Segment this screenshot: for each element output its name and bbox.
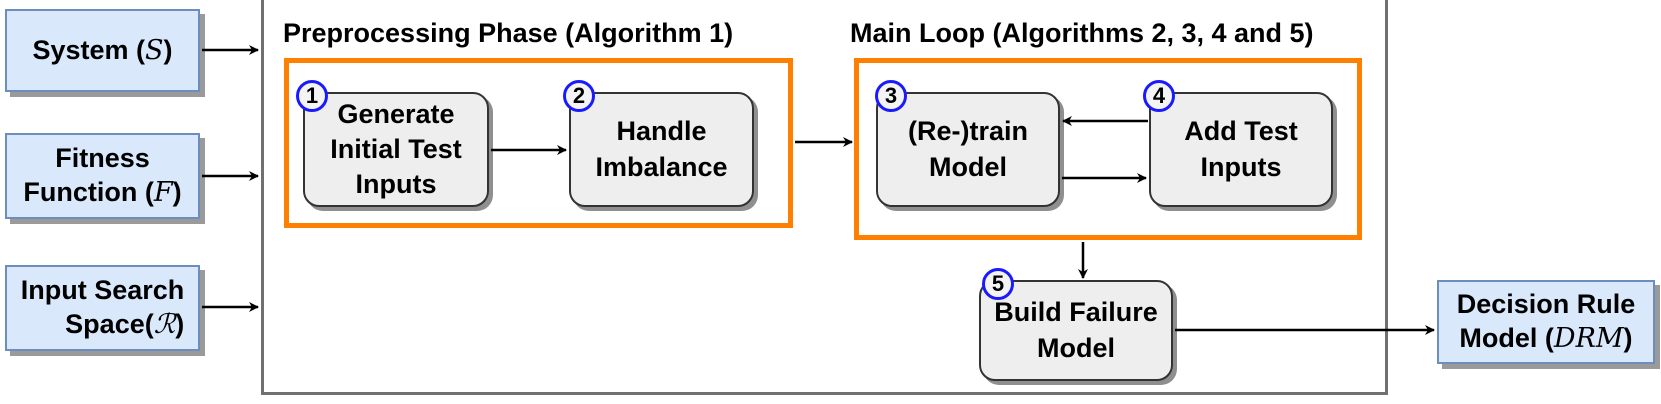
preprocessing-phase-title: Preprocessing Phase (Algorithm 1)	[283, 18, 734, 48]
main-loop-title: Main Loop (Algorithms 2, 3, 4 and 5)	[850, 18, 1314, 48]
decision-rule-model-output-box: Decision Rule Model (DRM)	[1437, 280, 1655, 364]
handle-imbalance-step: Handle Imbalance	[569, 92, 754, 207]
build-failure-model-step: Build Failure Model	[979, 280, 1173, 381]
step-4-badge: 4	[1143, 80, 1175, 112]
step-5-badge: 5	[982, 268, 1014, 300]
generate-initial-test-inputs-step: Generate Initial Test Inputs	[303, 92, 489, 207]
add-test-inputs-step: Add Test Inputs	[1149, 92, 1333, 207]
system-label: System (S)	[32, 34, 173, 66]
main-loop-container	[854, 58, 1362, 240]
system-input-box: System (S)	[5, 9, 200, 92]
retrain-model-step: (Re-)train Model	[876, 92, 1060, 207]
fitness-function-input-box: Fitness Function (F)	[5, 133, 200, 219]
step-2-badge: 2	[563, 80, 595, 112]
decision-rule-model-label: Decision Rule Model (DRM)	[1456, 289, 1636, 354]
input-search-space-label: Input Search Space(ℛ)	[20, 275, 185, 340]
input-search-space-box: Input Search Space(ℛ)	[5, 265, 200, 351]
step-1-badge: 1	[296, 80, 328, 112]
fitness-function-label: Fitness Function (F)	[23, 143, 182, 208]
preprocessing-phase-container	[284, 58, 793, 228]
step-3-badge: 3	[875, 80, 907, 112]
